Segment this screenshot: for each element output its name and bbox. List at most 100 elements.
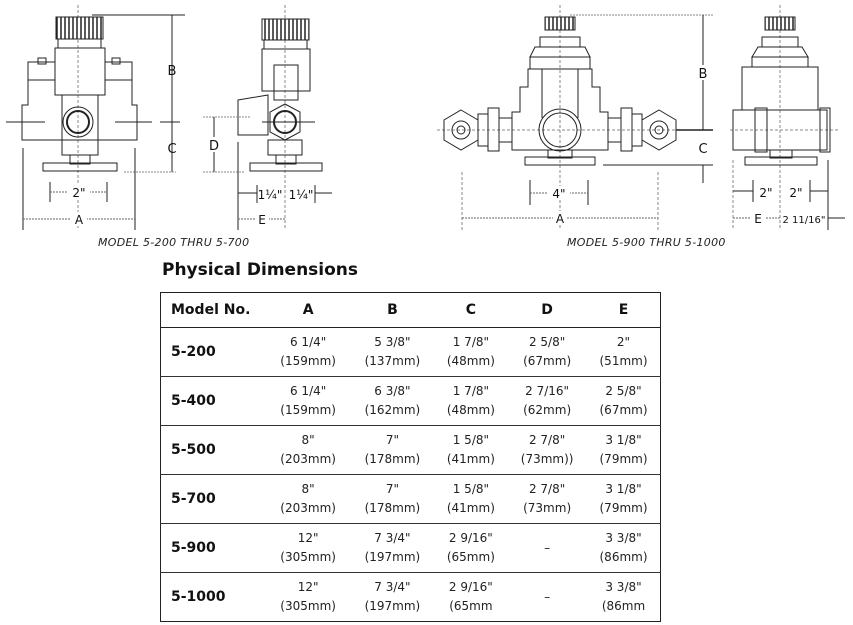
dim-label-e: E — [258, 213, 266, 227]
dim-label-b-right: B — [699, 67, 708, 82]
value-inches: 2 7/16" — [525, 384, 570, 398]
valve-dimension-drawings: B C 2" A D 1¼" 1¼" E — [6, 5, 845, 230]
header-e: E — [587, 292, 661, 328]
value-inches: 7" — [385, 433, 399, 447]
dim-label-4in: 4" — [552, 187, 565, 201]
cell-a: 8" (203mm) — [266, 425, 351, 475]
value-mm: (178mm) — [364, 501, 421, 515]
value-mm: (203mm) — [280, 501, 336, 515]
cell-b: 7 3/4" (197mm) — [350, 523, 435, 573]
value-mm: (86mm) — [599, 550, 648, 564]
value-mm: (48mm) — [446, 354, 495, 368]
cell-d: – — [507, 523, 588, 573]
value-mm: (73mm)) — [520, 452, 574, 466]
value-inches: 1 5/8" — [452, 433, 490, 447]
dim-label-2-11-16: 2 11/16" — [783, 215, 826, 226]
dim-label-1-1-4-right: 1¼" — [289, 188, 314, 202]
value-mm: (41mm) — [446, 501, 495, 515]
value-mm: (197mm) — [364, 550, 421, 564]
header-model: Model No. — [160, 292, 266, 328]
right-side-view: 2" 2" E 2 11/16" — [730, 5, 845, 230]
value-inches: 7 3/4" — [374, 531, 411, 545]
value-mm: (305mm) — [280, 599, 336, 613]
value-inches: 2 5/8" — [528, 335, 566, 349]
value-inches: 2 5/8" — [605, 384, 642, 398]
cell-a: 12"(305mm) — [266, 523, 351, 573]
value-mm: (67mm) — [599, 403, 648, 417]
header-b: B — [350, 292, 435, 328]
value-inches: 2 9/16" — [448, 580, 493, 594]
value-inches: 3 1/8" — [605, 482, 642, 496]
value-mm: (197mm) — [364, 599, 421, 613]
cell-e: 3 1/8" (79mm) — [587, 425, 661, 475]
cell-c: 1 7/8" (48mm) — [434, 327, 508, 377]
value-mm: (162mm) — [364, 403, 421, 417]
value-mm: (73mm) — [523, 501, 572, 515]
cell-d: 2 7/8" (73mm) — [507, 474, 588, 524]
left-front-view: B C 2" A — [6, 5, 185, 230]
cell-b: 6 3/8" (162mm) — [350, 376, 435, 426]
value-inches: 7 3/4" — [374, 580, 411, 594]
value-inches: 6 3/8" — [374, 384, 411, 398]
value-inches: 2 9/16" — [448, 531, 493, 545]
value-inches: 3 1/8" — [605, 433, 642, 447]
cell-b: 5 3/8"(137mm) — [350, 327, 435, 377]
header-a: A — [266, 292, 351, 328]
dim-label-a: A — [75, 213, 84, 227]
value-mm: (79mm) — [599, 501, 648, 515]
value-inches: 2 7/8" — [528, 482, 566, 496]
model-number: 5-700 — [160, 474, 266, 524]
value-mm: (65mm) — [446, 550, 495, 564]
value-mm: (203mm) — [280, 452, 336, 466]
value-mm: (137mm) — [364, 354, 421, 368]
cell-d: 2 7/16" (62mm) — [507, 376, 588, 426]
cell-c: 1 5/8"(41mm) — [434, 425, 508, 475]
table-header-row: Model No. A B C D E — [160, 292, 661, 328]
value-mm: (65mm — [449, 599, 493, 613]
value-inches: – — [544, 589, 551, 604]
cell-c: 2 9/16" (65mm) — [434, 523, 508, 573]
dim-label-2in-right: 2" — [789, 186, 802, 200]
dim-label-e-right: E — [754, 212, 762, 226]
value-inches: 3 3/8" — [605, 531, 642, 545]
model-number: 5-1000 — [171, 588, 226, 605]
value-inches: 1 7/8" — [452, 335, 490, 349]
cell-d: 2 5/8" (67mm) — [507, 327, 588, 377]
value-mm: (159mm) — [280, 403, 336, 417]
cell-a: 8"(203mm) — [266, 474, 351, 524]
model-number: 5-400 — [160, 376, 266, 426]
header-c: C — [434, 292, 508, 328]
cell-e: 3 3/8" (86mm) — [587, 523, 661, 573]
cell-a: 6 1/4"(159mm) — [266, 376, 351, 426]
cell-a: 12"(305mm) — [266, 573, 350, 622]
dim-label-2in-left: 2" — [759, 186, 772, 200]
value-inches: 7" — [385, 482, 399, 496]
value-inches: – — [544, 540, 551, 555]
value-inches: 6 1/4" — [289, 335, 327, 349]
value-mm: (62mm) — [523, 403, 572, 417]
cell-c: 1 5/8" (41mm) — [434, 474, 508, 524]
value-inches: 8" — [301, 433, 315, 447]
dim-label-b: B — [168, 64, 177, 79]
value-inches: 2" — [616, 335, 631, 349]
cell-b: 7"(178mm) — [350, 425, 435, 475]
right-front-view: B C 4" A — [437, 5, 713, 230]
cell-c: 2 9/16" (65mm — [435, 573, 508, 622]
value-mm: (86mm — [601, 599, 646, 613]
dim-label-a-right: A — [556, 212, 565, 226]
value-mm: (67mm) — [523, 354, 572, 368]
dim-label-2in: 2" — [72, 186, 85, 200]
value-inches: 12" — [297, 531, 319, 545]
value-mm: (48mm) — [446, 403, 495, 417]
model-number: 5-900 — [160, 523, 266, 573]
header-d: D — [507, 292, 588, 328]
value-inches: 1 5/8" — [452, 482, 490, 496]
value-mm: (79mm) — [599, 452, 648, 466]
value-inches: 1 7/8" — [452, 384, 490, 398]
dim-label-1-1-4-left: 1¼" — [258, 188, 283, 202]
